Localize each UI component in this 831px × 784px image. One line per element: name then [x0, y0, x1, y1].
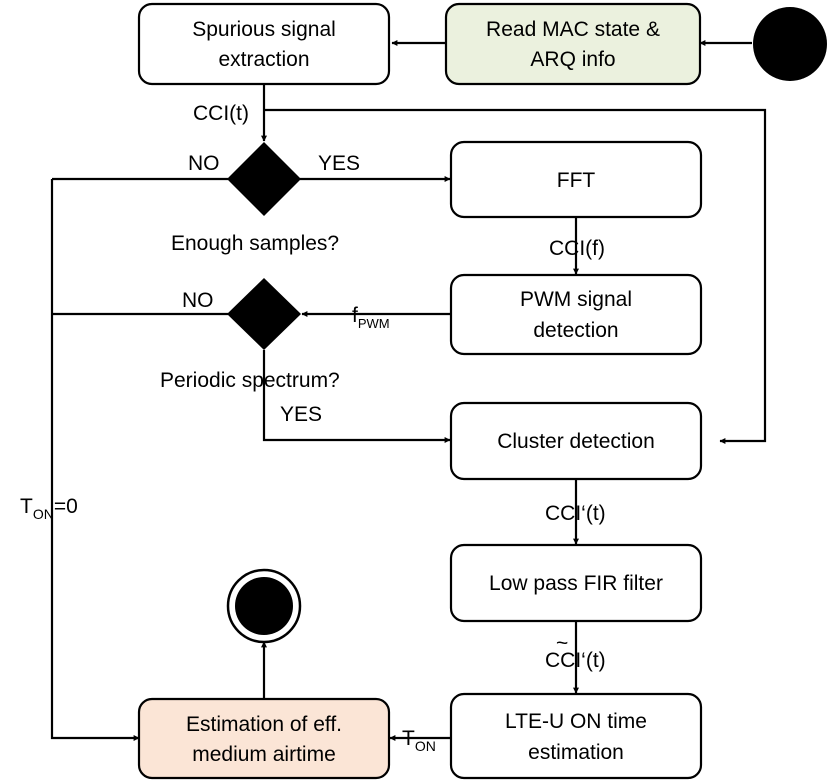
lowpass-box	[449, 543, 703, 623]
fft-box	[449, 140, 703, 219]
edge-label-cci-filtered: CCI‘(t)	[545, 649, 606, 672]
spurious-box	[137, 2, 391, 86]
edge-label-cci-f: CCI(f)	[549, 237, 605, 260]
cluster-label: Cluster detection	[497, 430, 655, 453]
end-node	[226, 568, 302, 644]
pwm-box	[449, 273, 703, 356]
node-lte-u-on-time-estimation: LTE-U ON time estimation	[449, 692, 703, 780]
edge-label-f-pwm: fPWM	[352, 304, 390, 331]
decision2-no-label: NO	[182, 289, 214, 312]
estimation-line2: medium airtime	[192, 743, 336, 766]
spurious-line2: extraction	[218, 48, 309, 71]
node-low-pass-fir-filter: Low pass FIR filter	[449, 543, 703, 623]
fft-label: FFT	[557, 169, 596, 192]
spurious-line1: Spurious signal	[192, 18, 336, 41]
cluster-box	[449, 401, 703, 481]
read-mac-box	[444, 2, 702, 86]
node-cluster-detection: Cluster detection	[449, 401, 703, 481]
decision-enough-samples-diamond	[227, 142, 301, 216]
edge-label-t-on: TON	[402, 727, 436, 754]
edge-label-cci-prime: CCI‘(t)	[545, 502, 606, 525]
edge-label-tilde: ~	[556, 632, 568, 655]
edge-label-t-on-zero: TON=0	[20, 495, 78, 522]
lte-u-box	[449, 692, 703, 780]
edge-decision2-yes-to-cluster	[262, 350, 451, 443]
edge-cci-bypass-to-cluster	[264, 108, 767, 444]
node-read-mac-state: Read MAC state & ARQ info	[444, 2, 702, 86]
edge-left-rail-to-estimation	[50, 179, 140, 741]
node-fft: FFT	[449, 140, 703, 219]
lte-u-line2: estimation	[528, 741, 624, 764]
decision1-question: Enough samples?	[171, 232, 339, 255]
read-mac-line2: ARQ info	[530, 48, 615, 71]
pwm-line1: PWM signal	[520, 288, 632, 311]
decision2-yes-label: YES	[280, 403, 322, 426]
start-node	[753, 7, 827, 81]
decision1-yes-label: YES	[318, 152, 360, 175]
pwm-line2: detection	[533, 319, 618, 342]
read-mac-line1: Read MAC state &	[486, 18, 660, 41]
decision-periodic-spectrum-diamond	[227, 278, 301, 350]
node-estimation-eff-medium-airtime: Estimation of eff. medium airtime	[137, 697, 391, 780]
lte-u-line1: LTE-U ON time	[505, 710, 647, 733]
decision2-question: Periodic spectrum?	[160, 369, 340, 392]
edge-label-cci-t: CCI(t)	[193, 102, 249, 125]
estimation-line1: Estimation of eff.	[186, 713, 342, 736]
decision1-no-label: NO	[188, 152, 220, 175]
estimation-box	[137, 697, 391, 780]
node-pwm-signal-detection: PWM signal detection	[449, 273, 703, 356]
lowpass-label: Low pass FIR filter	[489, 572, 663, 595]
node-spurious-signal-extraction: Spurious signal extraction	[137, 2, 391, 86]
